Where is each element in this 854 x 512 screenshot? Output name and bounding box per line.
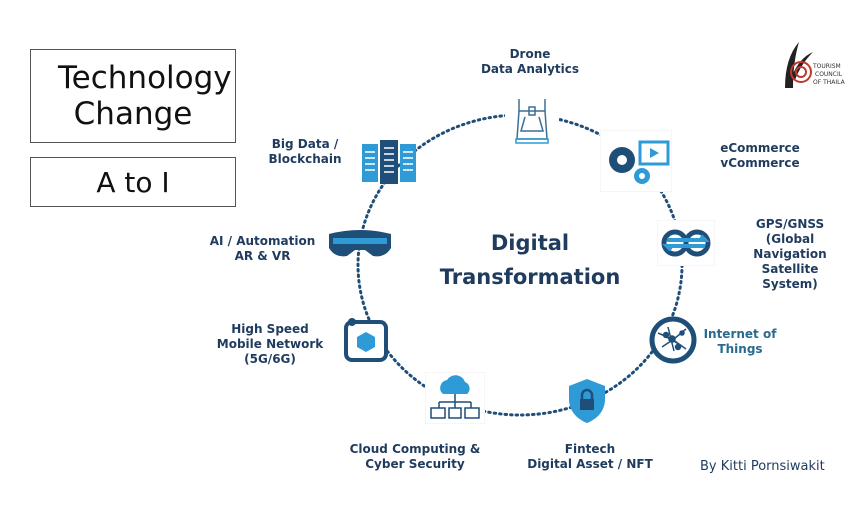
node-label-bigdata: Big Data / Blockchain — [268, 137, 342, 166]
cloud-network-icon — [425, 372, 485, 424]
author-credit: By Kitti Pornsiwakit — [700, 459, 825, 474]
vr-headset-icon — [329, 230, 391, 257]
servers-icon — [362, 140, 416, 184]
node-label-fintech: Fintech Digital Asset / NFT — [527, 442, 653, 471]
drone-icon — [505, 95, 559, 149]
subtitle-box: A to I — [30, 157, 236, 207]
center-title: Digital Transformation — [430, 226, 630, 294]
title-box: Technology Change — [30, 49, 236, 143]
center-line-1: Digital — [490, 231, 570, 255]
svg-text:COUNCIL: COUNCIL — [815, 71, 843, 78]
title: Technology Change — [58, 60, 232, 132]
node-label-ai: AI / Automation AR & VR — [209, 234, 316, 263]
node-label-mobile: High Speed Mobile Network (5G/6G) — [216, 322, 324, 366]
mobile-cube-icon — [344, 318, 388, 362]
node-label-drone: Drone Data Analytics — [480, 47, 580, 76]
shield-lock-icon — [569, 379, 605, 423]
iot-globe-icon — [649, 316, 697, 364]
center-line-2: Transformation — [439, 265, 621, 289]
navigation-link-icon — [657, 220, 715, 266]
node-label-ecommerce: eCommerce vCommerce — [720, 141, 800, 170]
subtitle: A to I — [96, 165, 170, 199]
node-label-gps: GPS/GNSS (Global Navigation Satellite Sy… — [753, 217, 827, 291]
gears-video-icon — [600, 130, 672, 192]
node-label-cloud: Cloud Computing & Cyber Security — [349, 442, 481, 471]
node-label-iot: Internet of Things — [703, 327, 777, 356]
svg-text:TOURISM: TOURISM — [812, 63, 841, 70]
svg-text:OF THAILAND: OF THAILAND — [813, 79, 845, 86]
